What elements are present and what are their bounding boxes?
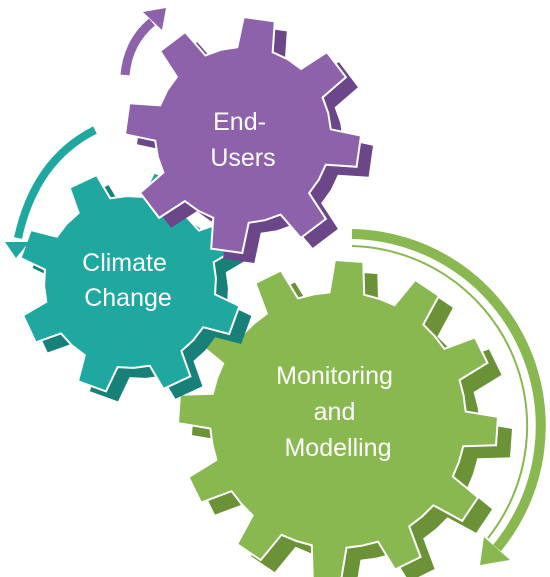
gear-end-users-body bbox=[123, 15, 363, 255]
green-curved-arrow bbox=[351, 229, 546, 565]
gear-label-line: Modelling bbox=[284, 434, 391, 462]
gear-end-users-label: End- Users bbox=[210, 108, 275, 172]
green-arrow-inner-line bbox=[351, 245, 529, 539]
purple-arrow-head bbox=[143, 8, 166, 30]
gear-end-users: End- Users bbox=[123, 15, 373, 263]
gear-label-line: Climate bbox=[82, 249, 167, 277]
gear-label-line: Change bbox=[84, 284, 172, 312]
purple-arrow-band bbox=[120, 18, 155, 76]
gear-monitoring-and-modelling: Monitoring and Modelling bbox=[176, 258, 512, 577]
green-arrow-head bbox=[480, 537, 510, 565]
gear-label-line: Monitoring bbox=[276, 362, 393, 390]
teal-arrow-band bbox=[14, 126, 97, 239]
teal-curved-arrow bbox=[5, 126, 97, 258]
gear-monitoring-and-modelling-label: Monitoring and Modelling bbox=[276, 362, 400, 462]
green-arrow-band bbox=[351, 229, 546, 552]
purple-curved-arrow bbox=[120, 8, 166, 76]
teal-arrow-head bbox=[5, 242, 29, 258]
gear-label-line: Users bbox=[210, 144, 275, 172]
gear-label-line: End- bbox=[213, 108, 266, 136]
gear-climate-change-label: Climate Change bbox=[82, 249, 174, 312]
gear-label-line: and bbox=[314, 398, 356, 426]
gear-monitoring-and-modelling-body bbox=[176, 258, 500, 577]
